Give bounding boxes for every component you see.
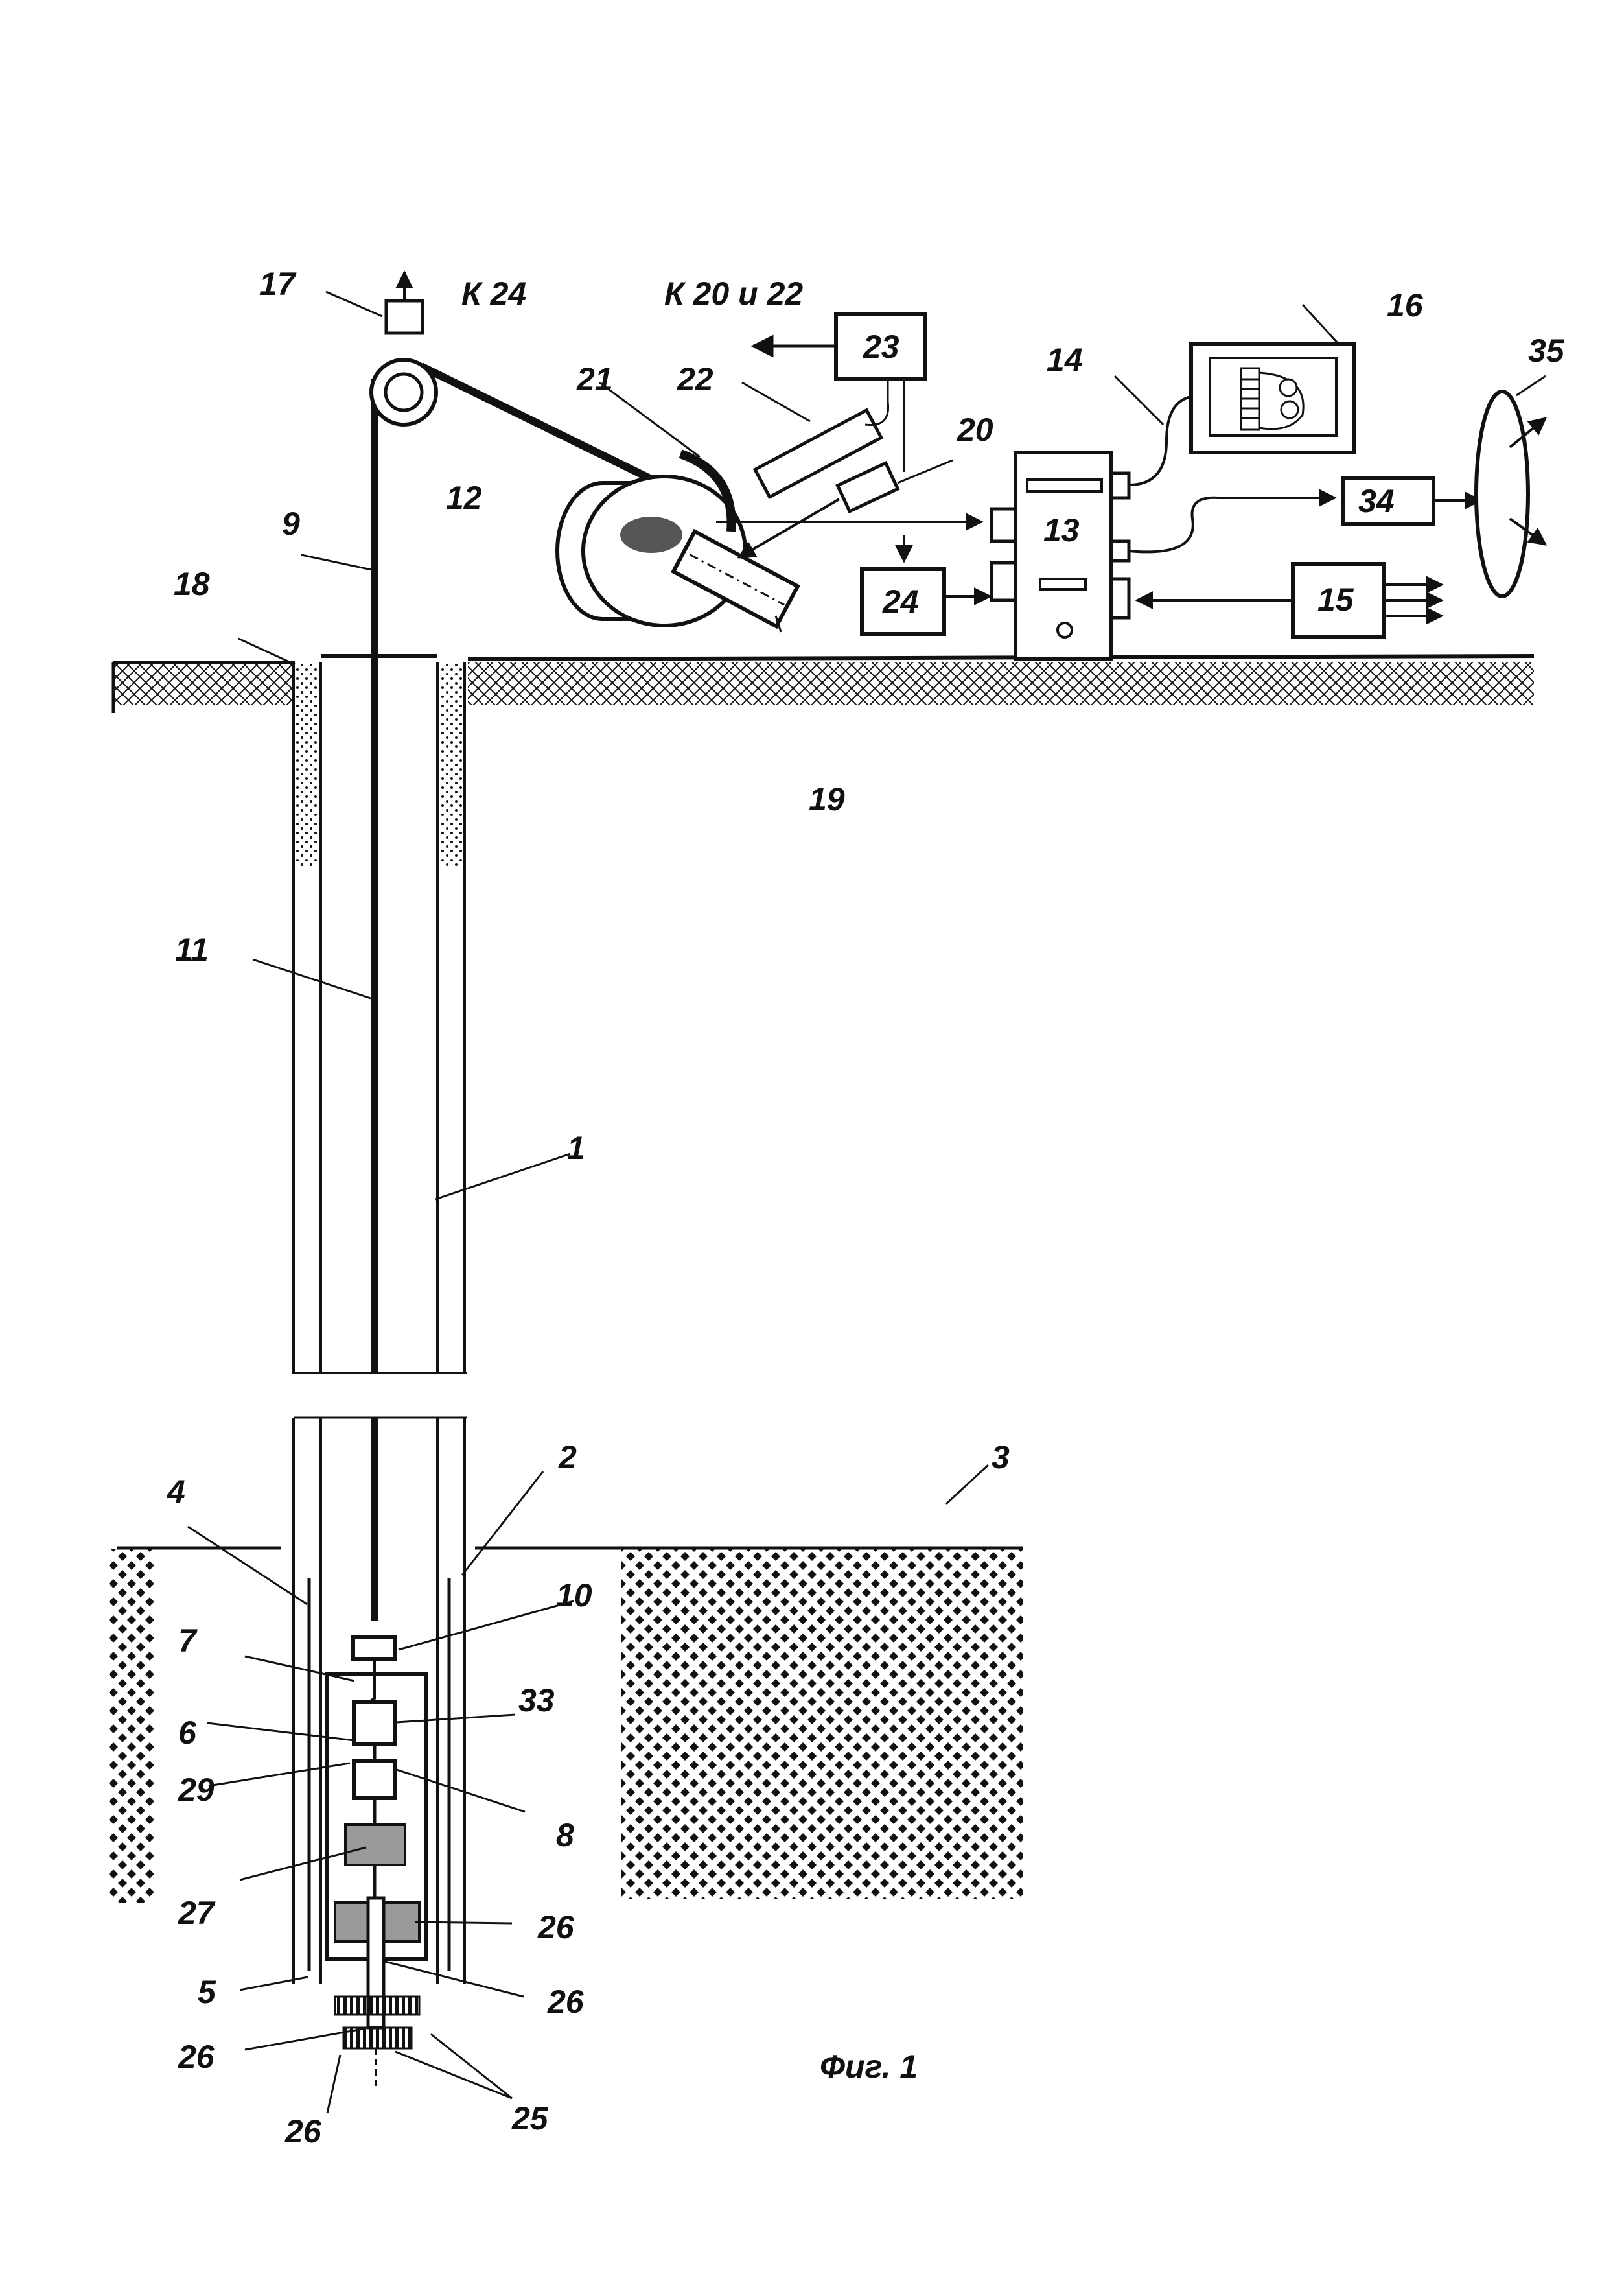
- label-29: 29: [178, 1772, 215, 1808]
- label-15: 15: [1317, 581, 1354, 618]
- label-26a: 26: [537, 1909, 575, 1945]
- cable-guide-arc: [599, 381, 736, 532]
- reference-labels: 17 К 24 К 20 и 22 23 21 22 14 16 35 20 1…: [167, 266, 1565, 2150]
- antenna-35: [1474, 375, 1548, 598]
- block-15: [1135, 562, 1444, 639]
- label-26b: 26: [547, 1984, 585, 2020]
- note-to-20-22: К 20 и 22: [664, 275, 803, 312]
- label-34: 34: [1358, 483, 1395, 519]
- sensor-22: [741, 379, 890, 500]
- downhole-tool: [325, 1635, 428, 2087]
- label-4: 4: [167, 1473, 185, 1510]
- label-6: 6: [178, 1715, 197, 1751]
- label-18: 18: [174, 566, 210, 602]
- sensor20-to-camera: [737, 498, 841, 559]
- label-26c: 26: [178, 2039, 215, 2075]
- depth-sensor: [325, 270, 424, 335]
- sensor-20: [835, 379, 953, 514]
- well-casing-lower: [292, 1416, 467, 1984]
- label-26d: 26: [284, 2113, 322, 2150]
- label-27: 27: [178, 1895, 216, 1931]
- label-2: 2: [558, 1439, 577, 1475]
- formation-layers: [109, 1546, 1023, 1903]
- label-21: 21: [576, 361, 613, 397]
- block-24: [860, 535, 992, 636]
- label-10: 10: [556, 1577, 592, 1613]
- block-34: [1128, 476, 1483, 554]
- well-casing-upper: [292, 654, 467, 1374]
- label-11: 11: [175, 932, 209, 968]
- block-23: [750, 312, 927, 381]
- label-1: 1: [567, 1130, 585, 1166]
- winch-drum: [555, 475, 747, 627]
- label-35: 35: [1528, 333, 1565, 369]
- label-16: 16: [1387, 287, 1424, 323]
- label-25: 25: [511, 2100, 549, 2137]
- computer-13: [990, 451, 1131, 661]
- label-12: 12: [446, 480, 482, 516]
- label-33: 33: [518, 1682, 555, 1718]
- label-5: 5: [198, 1974, 216, 2010]
- leader-14: [1113, 375, 1165, 426]
- note-to-24: К 24: [461, 275, 526, 312]
- label-20: 20: [957, 412, 993, 448]
- label-13: 13: [1043, 512, 1080, 548]
- sheave-pulley: [369, 358, 438, 427]
- label-7: 7: [178, 1623, 198, 1659]
- label-8: 8: [556, 1817, 574, 1853]
- label-17: 17: [259, 266, 297, 302]
- label-9: 9: [282, 506, 300, 542]
- label-14: 14: [1047, 342, 1083, 378]
- logging-cable: [371, 362, 688, 1621]
- video-camera: [671, 528, 800, 633]
- monitor-16: [1189, 303, 1356, 454]
- label-24: 24: [882, 583, 919, 620]
- label-23: 23: [863, 329, 899, 365]
- ground-surface: [111, 654, 1535, 713]
- label-3: 3: [992, 1439, 1010, 1475]
- label-19: 19: [809, 781, 845, 817]
- leader-lines: [187, 554, 990, 2114]
- cable-14: [1128, 395, 1192, 486]
- figure-caption: Фиг. 1: [820, 2048, 918, 2085]
- label-22: 22: [677, 361, 713, 397]
